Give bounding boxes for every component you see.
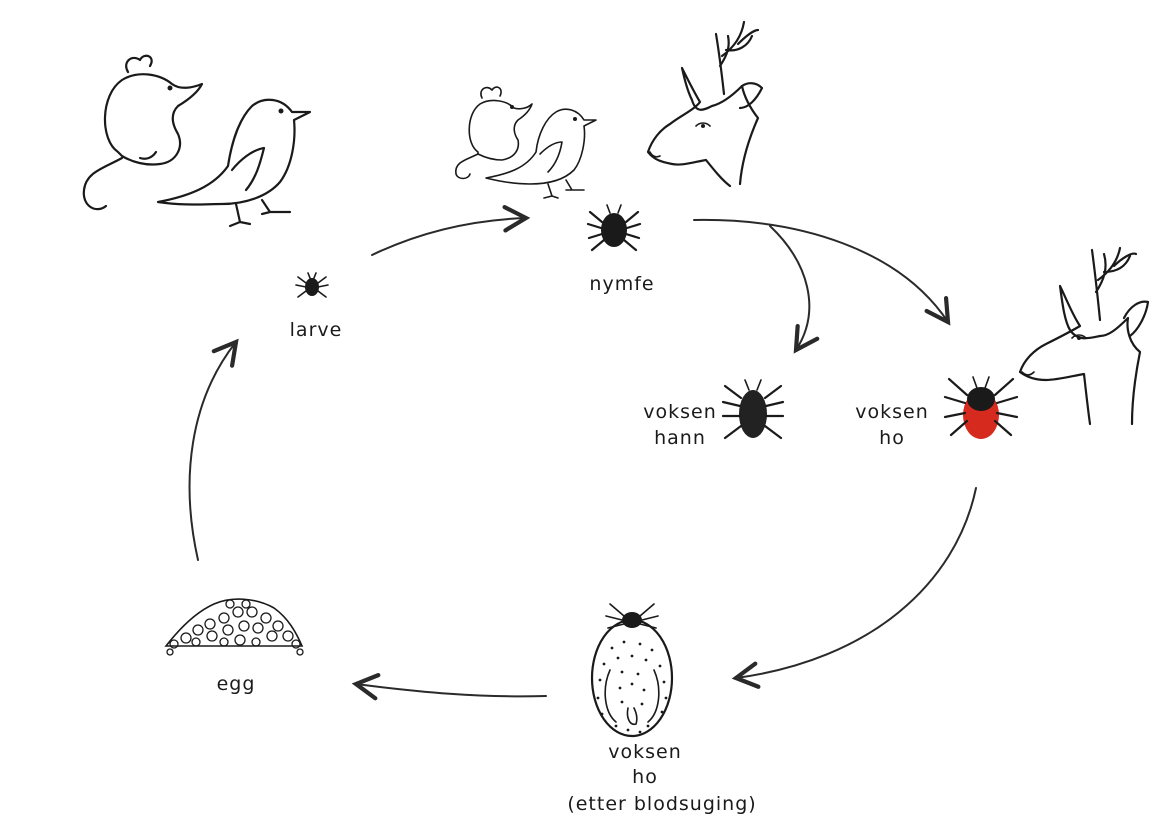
arrow-eggs-to-larva: [190, 342, 236, 560]
larva-tick-icon: [296, 273, 328, 297]
arrow-nymph-to-adult-female: [694, 220, 948, 322]
larva-host-mouse-illustration: [84, 56, 202, 209]
adult-male-label-line2: hann: [654, 427, 706, 449]
egg-cluster-icon: [166, 599, 303, 655]
adult-male-label-line1: voksen: [643, 401, 717, 423]
arrow-engorged-to-eggs: [356, 684, 546, 696]
nymph-host-mouse-illustration: [456, 87, 532, 178]
nymph-label: nymfe: [589, 273, 654, 295]
arrow-nymph-to-adult-male: [770, 226, 809, 350]
arrow-adult-female-to-engorged: [736, 488, 976, 678]
engorged-female-label-line2: ho: [632, 766, 658, 788]
engorged-female-label-line1: voksen: [608, 741, 682, 763]
adult-female-label-line2: ho: [879, 427, 905, 449]
arrow-larva-to-nymph: [372, 218, 526, 255]
adult-female-tick-icon: [945, 377, 1017, 439]
larva-host-bird-illustration: [158, 100, 310, 226]
nymph-host-bird-illustration: [486, 109, 596, 198]
adult-male-tick-icon: [723, 380, 783, 438]
adult-female-label-line1: voksen: [855, 401, 929, 423]
adult-female-host-roe-deer-illustration: [1020, 248, 1148, 424]
nymph-host-roe-deer-illustration: [648, 22, 762, 186]
eggs-label: egg: [217, 673, 256, 695]
engorged-female-tick-icon: [592, 604, 672, 736]
larva-label: larve: [290, 319, 343, 341]
nymph-tick-icon: [588, 205, 640, 250]
engorged-female-label-line3: (etter blodsuging): [567, 793, 756, 815]
